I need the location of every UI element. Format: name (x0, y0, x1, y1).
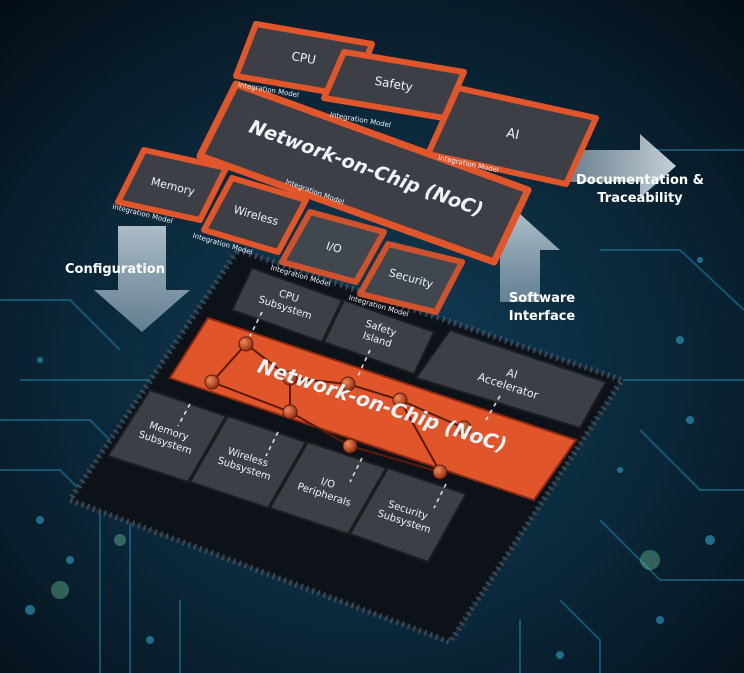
svg-text:Documentation &Traceability: Documentation & Traceability (576, 173, 704, 206)
software-interface-line2: Interface (509, 309, 576, 324)
documentation-line2: Traceability (597, 191, 683, 206)
integration-cpu-label: CPU (290, 49, 316, 67)
integration-tile-memory (115, 147, 229, 223)
board-glow-spots (51, 534, 660, 599)
chip-tile-cpu-subsystem (230, 266, 344, 344)
integration-noc-slab (196, 80, 532, 266)
chip-tile-wireless-subsystem (188, 414, 308, 510)
integration-layer (115, 21, 599, 315)
noc-node (456, 420, 472, 436)
chip-io-line1: I/O (319, 476, 336, 491)
noc-node (238, 336, 254, 352)
integration-tile-security (357, 241, 465, 315)
noc-node (282, 404, 298, 420)
noc-node (340, 376, 356, 392)
chip-pins (65, 246, 627, 646)
noc-node (392, 392, 408, 408)
chip-tile-memory-subsystem (106, 388, 228, 484)
integration-tile-wireless (201, 175, 309, 255)
noc-network (177, 311, 501, 509)
chip-tile-security-subsystem (348, 466, 468, 564)
chip-ai-line1: AI (505, 366, 519, 382)
configuration-label: Configuration (65, 262, 165, 277)
noc-node (204, 374, 220, 390)
integration-ai-label: AI (505, 126, 521, 143)
noc-node (342, 438, 358, 454)
documentation-arrow (566, 134, 676, 198)
chip-tiles (106, 266, 608, 564)
integration-tile-io (279, 209, 387, 285)
software-interface-line1: Software (509, 291, 575, 306)
configuration-arrow (94, 226, 190, 332)
integration-tile-ai (425, 85, 599, 187)
integration-io-label: I/O (325, 239, 344, 256)
noc-node (432, 464, 448, 480)
chip-tile-safety-island (322, 298, 436, 376)
chip-tile-ai-accelerator (414, 328, 608, 430)
noc-node (282, 370, 298, 386)
chip-tile-io-peripherals (268, 440, 388, 536)
documentation-line1: Documentation & (576, 173, 704, 188)
integration-safety-label: Safety (374, 74, 414, 94)
board-vias (25, 257, 715, 659)
